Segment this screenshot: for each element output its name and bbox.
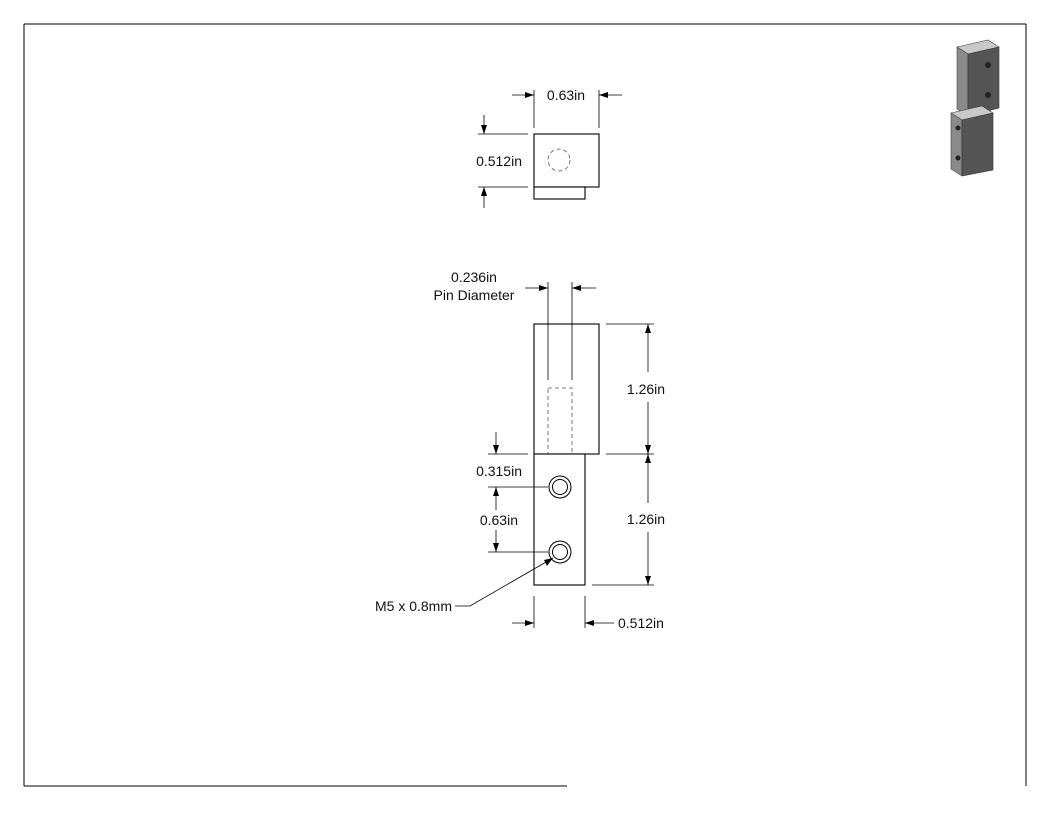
upper-height-dimension: 1.26in (606, 323, 665, 455)
top-view-lower-block (533, 186, 586, 200)
bottom-width-dimension: 0.512in (512, 596, 664, 631)
top-view-pin-hole (547, 148, 571, 172)
top-view-block (533, 133, 600, 188)
top-view: 0.63in 0.512in (476, 87, 622, 208)
pin-diameter-value: 0.236in (451, 269, 497, 285)
lower-height-dimension: 1.26in (592, 454, 665, 586)
hole-spacing-label: 0.63in (480, 512, 518, 528)
lower-threaded-hole (548, 540, 572, 564)
hole-spacing-dimension: 0.63in (480, 487, 548, 553)
upper-block (533, 323, 600, 455)
lower-height-label: 1.26in (627, 511, 665, 527)
thread-callout: M5 x 0.8mm (375, 557, 554, 614)
hinge-block-isometric-icon (950, 39, 1000, 177)
top-height-label: 0.512in (476, 153, 522, 169)
pin-diameter-dimension: 0.236in Pin Diameter (434, 269, 596, 380)
top-width-label: 0.63in (547, 87, 585, 103)
top-width-dimension: 0.63in (512, 87, 622, 128)
lower-block (533, 453, 586, 586)
upper-threaded-hole (548, 475, 572, 499)
sheet-border (23, 23, 1027, 787)
thread-callout-label: M5 x 0.8mm (375, 598, 452, 614)
top-height-dimension: 0.512in (476, 115, 528, 208)
hole-offset-label: 0.315in (476, 463, 522, 479)
bottom-width-label: 0.512in (618, 615, 664, 631)
pin-diameter-label: Pin Diameter (434, 287, 515, 303)
front-view: 0.236in Pin Diameter 1.26in 1.26in (375, 269, 665, 631)
upper-height-label: 1.26in (627, 381, 665, 397)
hole-offset-dimension: 0.315in (476, 432, 548, 488)
